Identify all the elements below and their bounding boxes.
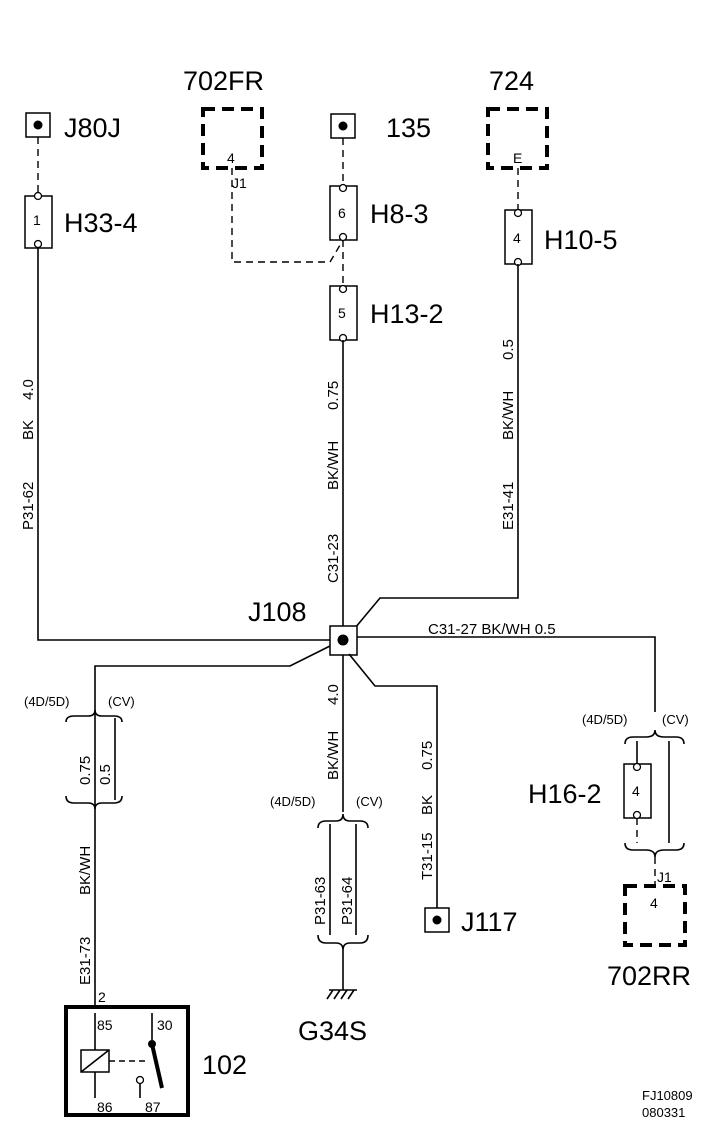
702rr-label: 702RR <box>607 961 691 991</box>
mid-cv: (CV) <box>356 794 383 809</box>
wire-labels-right: E31-41 BK/WH 0.5 <box>500 339 517 530</box>
w3-id: E31-41 <box>500 482 517 530</box>
w3-size: 0.5 <box>500 339 517 360</box>
connector-135: 135 <box>330 113 431 143</box>
footer-code: FJ10809 <box>642 1088 693 1103</box>
wire-c31-27 <box>356 636 656 712</box>
w2-id: C31-23 <box>325 534 342 583</box>
702fr-j1: J1 <box>232 175 247 191</box>
connector-h10-5: 4 H10-5 <box>504 208 618 267</box>
w5-size-b: 0.5 <box>97 764 114 785</box>
footer-date: 080331 <box>642 1105 685 1120</box>
connector-j80j: J80J <box>25 112 121 143</box>
j108-label: J108 <box>248 597 307 627</box>
w5-size-a: 0.75 <box>77 756 94 785</box>
h33-4-label: H33-4 <box>64 208 138 238</box>
j80j-label: J80J <box>64 113 121 143</box>
h10-5-pin: 4 <box>513 230 521 246</box>
wire-e31-73 <box>94 645 331 1007</box>
wire-p31-62 <box>37 248 330 641</box>
702fr-pin: 4 <box>227 150 235 166</box>
variant-mid: (4D/5D) (CV) P31-63 P31-64 <box>270 794 383 951</box>
relay-102-label: 102 <box>202 1050 247 1080</box>
relay-85: 85 <box>97 1017 113 1033</box>
right-cv: (CV) <box>662 712 689 727</box>
w1-id: P31-62 <box>20 482 37 530</box>
wire-labels-left: P31-62 BK 4.0 <box>20 379 37 530</box>
relay-87: 87 <box>145 1099 161 1115</box>
left-cv: (CV) <box>108 694 135 709</box>
connector-j117: J117 <box>424 907 518 937</box>
w6-id-a: P31-63 <box>312 877 329 925</box>
relay-in-pin: 2 <box>98 989 106 1005</box>
wire-e31-41 <box>354 264 519 629</box>
connector-h13-2: 5 H13-2 <box>329 284 444 343</box>
h16-2-pin: 4 <box>632 783 640 799</box>
724-pin: E <box>513 150 522 166</box>
w7-id: T31-15 <box>419 832 436 880</box>
h8-3-pin: 6 <box>338 205 346 221</box>
mid-4d5d: (4D/5D) <box>270 794 316 809</box>
component-724: 724 E <box>486 66 549 170</box>
w7-color: BK <box>419 795 436 815</box>
wire-labels-center: C31-23 BK/WH 0.75 <box>325 381 342 583</box>
component-702rr: J1 4 702RR <box>607 869 691 991</box>
702rr-pin: 4 <box>650 895 658 911</box>
j117-label: J117 <box>461 907 518 937</box>
variant-left: (4D/5D) (CV) 0.75 0.5 <box>24 694 135 810</box>
h8-3-label: H8-3 <box>370 199 429 229</box>
w1-size: 4.0 <box>20 379 37 400</box>
w1-color: BK <box>20 420 37 440</box>
relay-102: 2 85 30 86 87 102 <box>64 989 247 1117</box>
w2-color: BK/WH <box>325 441 342 490</box>
h16-2-label: H16-2 <box>528 779 602 809</box>
connector-h33-4: 1 H33-4 <box>24 191 138 249</box>
h10-5-label: H10-5 <box>544 225 618 255</box>
w3-color: BK/WH <box>500 391 517 440</box>
w7-size: 0.75 <box>419 741 436 770</box>
relay-86: 86 <box>97 1099 113 1115</box>
left-4d5d: (4D/5D) <box>24 694 70 709</box>
135-label: 135 <box>386 113 431 143</box>
wire-t31-15 <box>348 653 438 908</box>
w2-size: 0.75 <box>325 381 342 410</box>
component-702fr: 702FR 4 J1 <box>183 66 264 191</box>
702fr-label: 702FR <box>183 66 264 96</box>
relay-30: 30 <box>157 1017 173 1033</box>
w6-size: 4.0 <box>325 684 342 705</box>
w6-id-b: P31-64 <box>339 877 356 925</box>
ground-g34s: G34S <box>298 989 367 1046</box>
h13-2-pin: 5 <box>338 305 346 321</box>
724-label: 724 <box>489 66 534 96</box>
splice-j108: J108 <box>248 597 358 656</box>
w5-color: BK/WH <box>77 846 94 895</box>
connector-h8-3: 6 H8-3 <box>329 183 429 242</box>
footer: FJ10809 080331 <box>642 1088 693 1120</box>
w5-id: E31-73 <box>77 937 94 985</box>
variant-right: (4D/5D) (CV) <box>582 712 689 858</box>
702rr-j1: J1 <box>657 869 672 885</box>
connector-h16-2: 4 H16-2 <box>528 762 652 820</box>
h13-2-label: H13-2 <box>370 299 444 329</box>
h33-4-pin: 1 <box>33 212 41 228</box>
g34s-label: G34S <box>298 1016 367 1046</box>
w4-label: C31-27 BK/WH 0.5 <box>428 621 556 638</box>
w6-color: BK/WH <box>325 731 342 780</box>
right-4d5d: (4D/5D) <box>582 712 628 727</box>
